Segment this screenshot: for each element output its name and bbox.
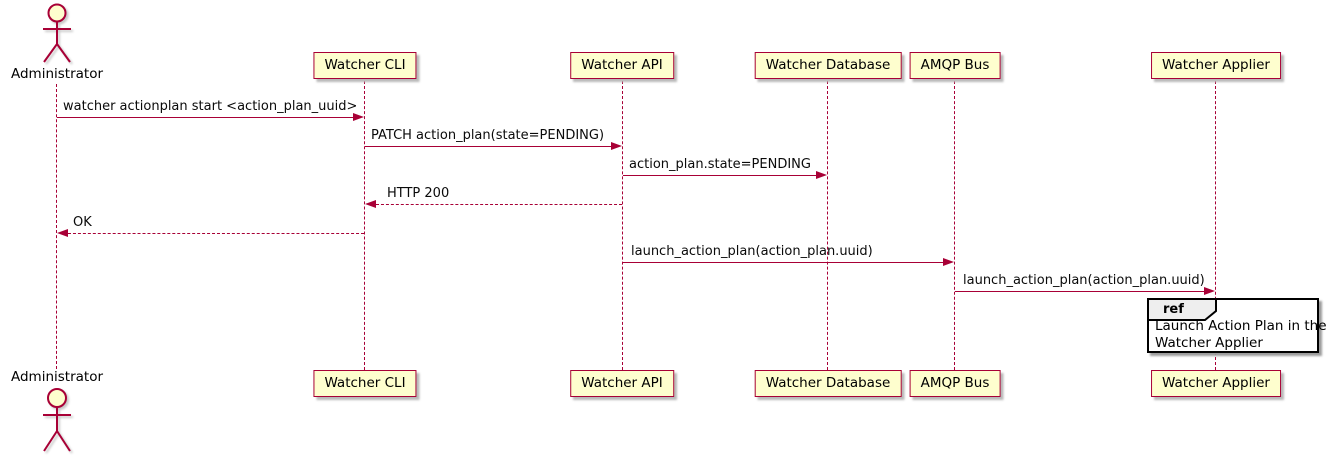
message-4-arrowhead-icon <box>365 200 376 208</box>
message-3-label: action_plan.state=PENDING <box>629 157 811 172</box>
message-7-arrowhead-icon <box>1204 287 1215 295</box>
participant-amqp-bus-top: AMQP Bus <box>909 52 1001 79</box>
message-7-line <box>955 291 1205 292</box>
actor-icon-bottom <box>43 388 71 452</box>
lifeline-watcher-database <box>827 81 828 370</box>
message-6-line <box>623 262 944 263</box>
message-4-label: HTTP 200 <box>387 186 450 201</box>
ref-fragment: ref Launch Action Plan in the Watcher Ap… <box>1147 298 1327 353</box>
message-2-label: PATCH action_plan(state=PENDING) <box>371 128 605 143</box>
message-1-arrowhead-icon <box>353 113 364 121</box>
participant-watcher-api-bottom: Watcher API <box>570 370 674 397</box>
ref-text-line1: Launch Action Plan in the <box>1155 318 1327 334</box>
ref-tab-icon <box>1147 298 1217 321</box>
participant-watcher-applier-bottom: Watcher Applier <box>1151 370 1281 397</box>
actor-icon <box>43 3 71 63</box>
lifeline-watcher-api <box>622 81 623 370</box>
participant-amqp-bus-bottom: AMQP Bus <box>909 370 1001 397</box>
message-7-label: launch_action_plan(action_plan.uuid) <box>963 273 1205 288</box>
lifeline-watcher-cli <box>364 81 365 370</box>
message-1-label: watcher actionplan start <action_plan_uu… <box>63 99 358 114</box>
participant-watcher-cli-top: Watcher CLI <box>313 52 417 79</box>
message-2-arrowhead-icon <box>611 142 622 150</box>
participant-watcher-database-bottom: Watcher Database <box>754 370 902 397</box>
message-4-line <box>376 204 622 205</box>
message-5-arrowhead-icon <box>57 229 68 237</box>
message-6-label: launch_action_plan(action_plan.uuid) <box>631 244 873 259</box>
message-6-arrowhead-icon <box>943 258 954 266</box>
participant-watcher-database-top: Watcher Database <box>754 52 902 79</box>
message-2-line <box>365 146 612 147</box>
ref-text: Launch Action Plan in the Watcher Applie… <box>1155 318 1327 351</box>
message-5-line <box>68 233 364 234</box>
participant-watcher-applier-top: Watcher Applier <box>1151 52 1281 79</box>
message-3-line <box>623 175 817 176</box>
actor-label: Administrator <box>10 66 104 82</box>
participant-watcher-api-top: Watcher API <box>570 52 674 79</box>
lifeline-watcher-applier <box>1215 81 1216 370</box>
lifeline-administrator <box>56 84 57 369</box>
ref-tag-label: ref <box>1163 302 1184 317</box>
ref-text-line2: Watcher Applier <box>1155 334 1263 351</box>
actor-label-bottom: Administrator <box>10 369 104 385</box>
participant-watcher-cli-bottom: Watcher CLI <box>313 370 417 397</box>
message-3-arrowhead-icon <box>816 171 827 179</box>
message-5-label: OK <box>73 215 92 230</box>
message-1-line <box>57 117 354 118</box>
lifeline-amqp-bus <box>954 81 955 370</box>
